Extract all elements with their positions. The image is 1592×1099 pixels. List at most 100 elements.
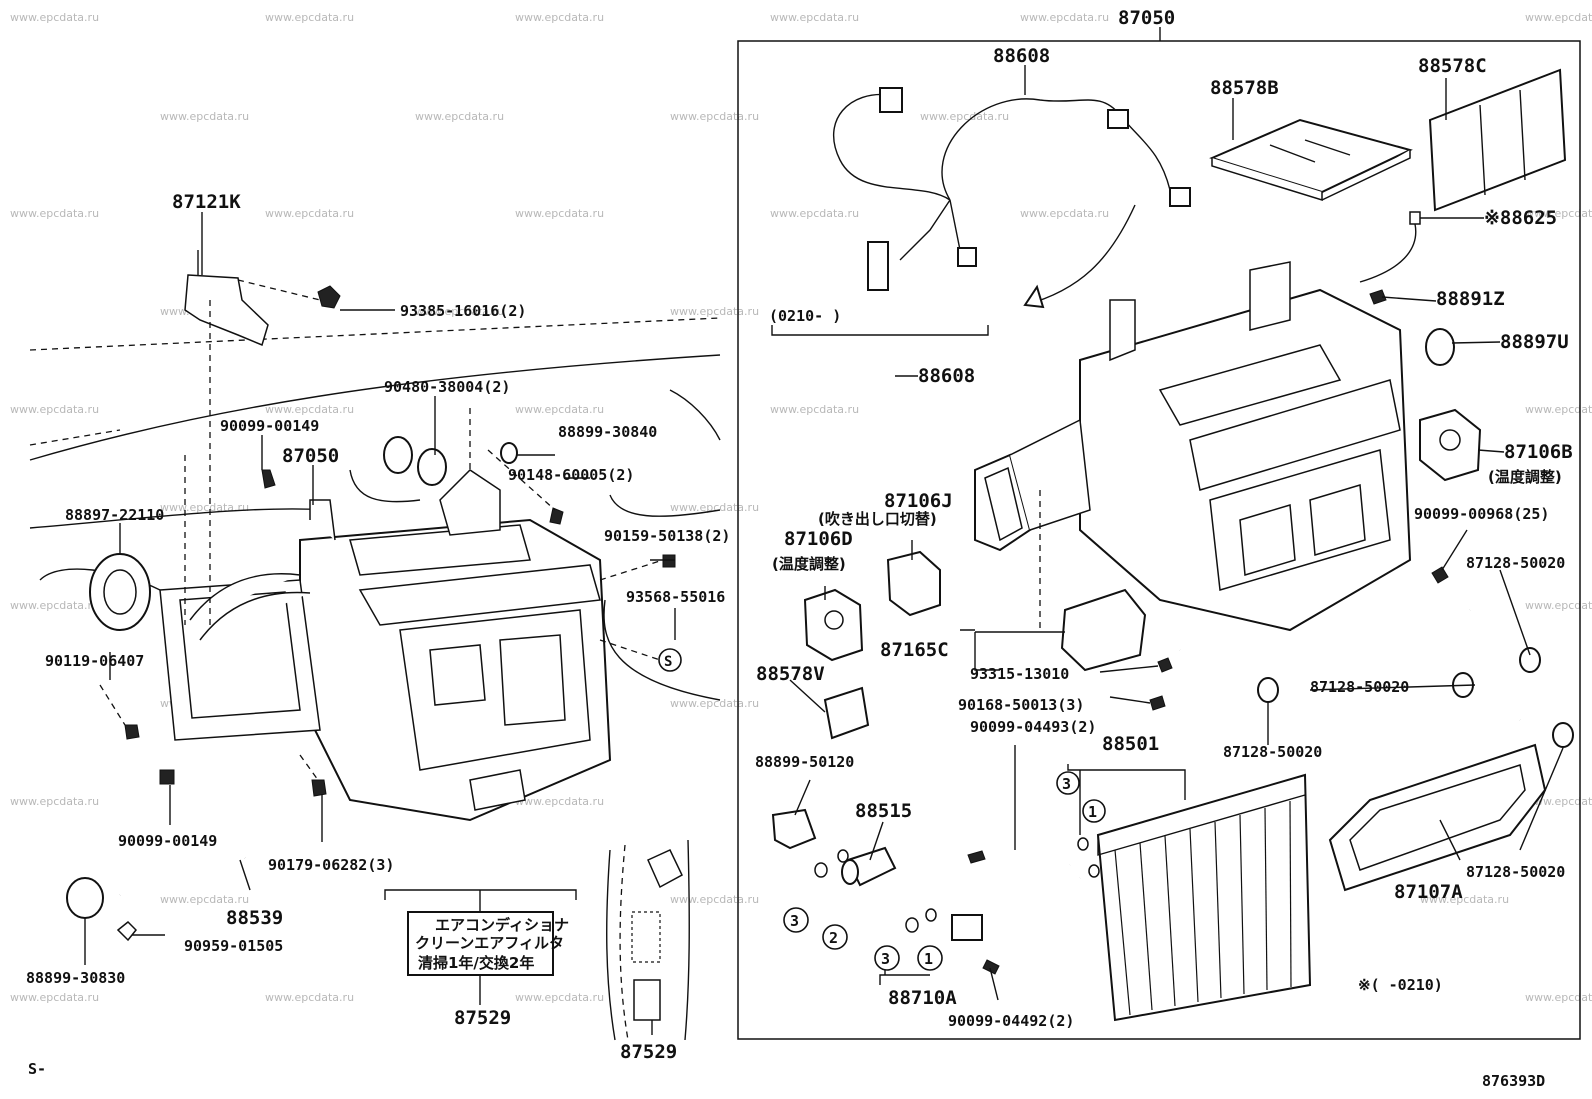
part-labels: 87050 88608 88578B 88578C ※88625 88891Z … (26, 7, 1573, 1090)
label-88578V: 88578V (756, 663, 825, 685)
watermark: www.epcdata.ru (265, 403, 354, 416)
callout-1: 1 (924, 950, 933, 968)
filter-label-group: エアコンディショナ クリーンエアフィルタ 清掃1年/交換2年 (384, 889, 577, 1005)
label-88899-30830: 88899-30830 (26, 969, 125, 987)
watermark: www.epcdata.ru (770, 207, 859, 220)
label-93385: 93385-16016(2) (400, 302, 526, 320)
label-88897-22110: 88897-22110 (65, 506, 164, 524)
watermark: www.epcdata.ru (265, 11, 354, 24)
callout-1: 1 (1088, 803, 1097, 821)
left-heater-unit (159, 469, 612, 822)
label-87106B-note: (温度調整) (1488, 468, 1562, 486)
label-87106D-note: (温度調整) (772, 555, 846, 573)
label-88515: 88515 (855, 800, 912, 822)
label-87128-b: 87128-50020 (1310, 678, 1409, 696)
watermark: www.epcdata.ru (415, 110, 504, 123)
filter-label-line3: 清掃1年/交換2年 (418, 954, 534, 972)
watermark: www.epcdata.ru (160, 110, 249, 123)
label-serial-range: (0210- ) (769, 307, 841, 325)
watermark: www.epcdata.ru (770, 403, 859, 416)
watermark: www.epcdata.ru (515, 795, 604, 808)
label-90179: 90179-06282(3) (268, 856, 394, 874)
label-90148: 90148-60005(2) (508, 466, 634, 484)
label-88625: ※88625 (1484, 207, 1557, 229)
watermark: www.epcdata.ru (670, 110, 759, 123)
label-87050-left: 87050 (282, 445, 339, 467)
label-90099-00149-b: 90099-00149 (118, 832, 217, 850)
label-88899-50120: 88899-50120 (755, 753, 854, 771)
label-asterisk-note: ※( -0210) (1358, 976, 1443, 994)
watermark: www.epcdata.ru (920, 110, 1009, 123)
watermark: www.epcdata.ru (10, 403, 99, 416)
label-87128-c: 87128-50020 (1223, 743, 1322, 761)
label-93568: 93568-55016 (626, 588, 725, 606)
label-88578C: 88578C (1418, 55, 1487, 77)
pillar-label-group (606, 839, 690, 1041)
label-88897U: 88897U (1500, 331, 1569, 353)
watermark: www.epcdata.ru (1525, 991, 1592, 1004)
callout-2: 2 (829, 929, 838, 947)
label-88608-a: 88608 (993, 45, 1050, 67)
label-90959: 90959-01505 (184, 937, 283, 955)
watermark: www.epcdata.ru (1525, 11, 1592, 24)
watermark: www.epcdata.ru (10, 11, 99, 24)
watermark: www.epcdata.ru (10, 599, 99, 612)
watermark: www.epcdata.ru (160, 893, 249, 906)
watermark: www.epcdata.ru (10, 795, 99, 808)
watermark: www.epcdata.ru (415, 305, 504, 318)
watermark: www.epcdata.ru (515, 403, 604, 416)
watermark: www.epcdata.ru (670, 501, 759, 514)
label-90099-04492: 90099-04492(2) (948, 1012, 1074, 1030)
callout-3: 3 (1062, 775, 1071, 793)
watermark: www.epcdata.ru (265, 207, 354, 220)
dashboard-outline (29, 317, 721, 701)
watermark: www.epcdata.ru (1020, 11, 1109, 24)
label-87106J: 87106J (884, 490, 953, 512)
watermark: www.epcdata.ru (515, 207, 604, 220)
watermark: www.epcdata.ru (1525, 403, 1592, 416)
watermark: www.epcdata.ru (10, 991, 99, 1004)
label-88578B: 88578B (1210, 77, 1279, 99)
label-87128-d: 87128-50020 (1466, 863, 1565, 881)
label-88899-30840: 88899-30840 (558, 423, 657, 441)
label-87106D: 87106D (784, 528, 853, 550)
label-87107A: 87107A (1394, 881, 1463, 903)
watermark: www.epcdata.ru (770, 11, 859, 24)
label-90099-04493: 90099-04493(2) (970, 718, 1096, 736)
label-90480: 90480-38004(2) (384, 378, 510, 396)
label-87121K: 87121K (172, 191, 241, 213)
left-leader-lines (84, 212, 676, 1035)
callout-3: 3 (790, 912, 799, 930)
label-90119: 90119-06407 (45, 652, 144, 670)
watermark: www.epcdata.ru (10, 207, 99, 220)
label-90159: 90159-50138(2) (604, 527, 730, 545)
label-87106J-note: (吹き出し口切替) (818, 510, 937, 528)
label-93315: 93315-13010 (970, 665, 1069, 683)
filter-label-line2: クリーンエアフィルタ (415, 934, 564, 952)
label-88539: 88539 (226, 907, 283, 929)
label-90168: 90168-50013(3) (958, 696, 1084, 714)
label-88501: 88501 (1102, 733, 1159, 755)
label-87106B: 87106B (1504, 441, 1573, 463)
page-marker: S- (28, 1060, 46, 1078)
watermark: www.epcdata.ru (1420, 893, 1509, 906)
left-dashed-leaders (99, 279, 664, 781)
watermark: www.epcdata.ru (670, 697, 759, 710)
left-small-parts: S (66, 250, 682, 942)
label-87529-b: 87529 (620, 1041, 677, 1063)
watermark: www.epcdata.ru (670, 893, 759, 906)
watermark: www.epcdata.ru (1525, 207, 1592, 220)
watermark: www.epcdata.ru (1020, 207, 1109, 220)
label-87529-a: 87529 (454, 1007, 511, 1029)
label-87128-a: 87128-50020 (1466, 554, 1565, 572)
watermark: www.epcdata.ru (265, 991, 354, 1004)
watermark: www.epcdata.ru (670, 305, 759, 318)
label-90099-00968: 90099-00968(25) (1414, 505, 1549, 523)
label-90099-00149-a: 90099-00149 (220, 417, 319, 435)
right-leader-lines (771, 65, 1564, 1001)
label-88891Z: 88891Z (1436, 288, 1505, 310)
right-assembly: 3 1 3 2 3 1 (771, 68, 1574, 1022)
assembly-frame (737, 27, 1581, 1040)
filter-label-line1: エアコンディショナ (435, 916, 569, 934)
